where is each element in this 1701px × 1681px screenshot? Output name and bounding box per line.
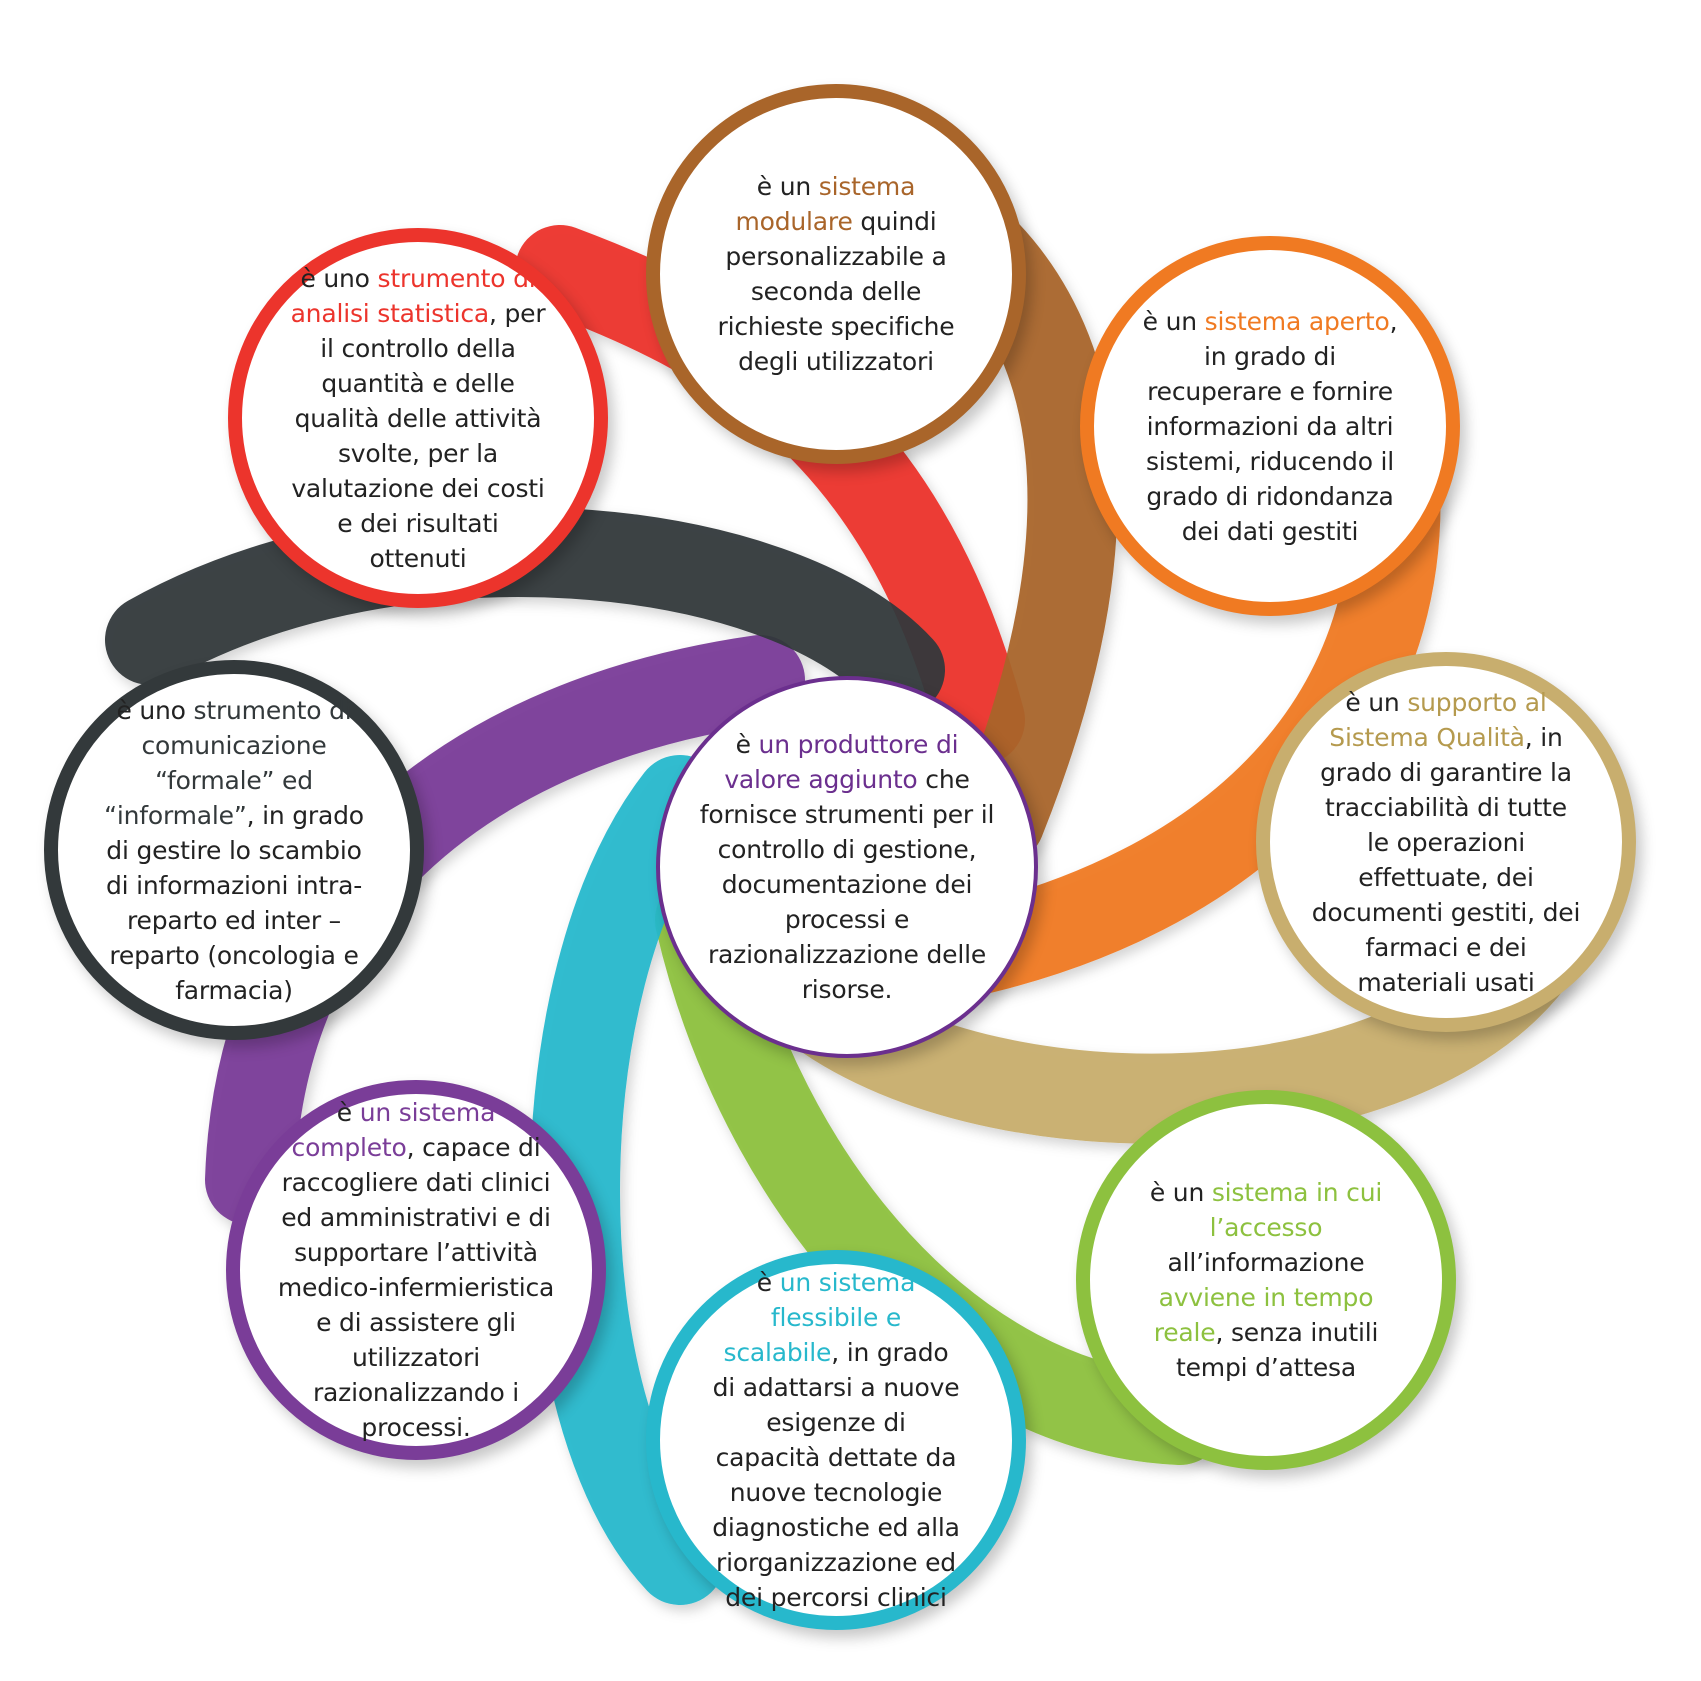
node-complete-highlight: un sistema completo (291, 1098, 496, 1162)
node-communication-highlight: strumento di comunicazione “formale” ed … (104, 695, 352, 830)
node-modular-text: è un sistema modulare quindi personalizz… (717, 172, 955, 376)
node-center: è un produttore di valore aggiunto che f… (656, 676, 1038, 1058)
node-flexible-text: è un sistema flessibile e scalabile, in … (712, 1268, 960, 1612)
node-realtime-text: è un sistema in cui l’accesso all’inform… (1149, 1178, 1383, 1382)
ribbon-communication (105, 507, 945, 715)
node-complete-text: è un sistema completo, capace di raccogl… (277, 1098, 555, 1442)
node-statistics-text: è uno strumento di analisi statistica, p… (290, 263, 546, 573)
node-open-highlight: sistema aperto (1204, 306, 1390, 336)
node-quality-highlight: supporto al Sistema Qualità (1329, 687, 1547, 752)
node-realtime: è un sistema in cui l’accesso all’inform… (1076, 1090, 1456, 1470)
node-modular: è un sistema modulare quindi personalizz… (646, 84, 1026, 464)
node-flexible: è un sistema flessibile e scalabile, in … (646, 1250, 1026, 1630)
node-flexible-highlight: un sistema flessibile e scalabile (723, 1268, 916, 1367)
node-realtime-highlight: sistema in cui l’accesso (1209, 1178, 1383, 1242)
node-statistics: è uno strumento di analisi statistica, p… (228, 228, 608, 608)
node-statistics-highlight: strumento di analisi statistica (290, 263, 536, 328)
node-quality-text: è un supporto al Sistema Qualità, in gra… (1311, 687, 1581, 997)
node-modular-highlight: sistema modulare (735, 172, 916, 236)
node-communication-text: è uno strumento di comunicazione “formal… (104, 695, 364, 1005)
node-open: è un sistema aperto, in grado di recuper… (1080, 236, 1460, 616)
node-open-text: è un sistema aperto, in grado di recuper… (1142, 306, 1398, 546)
node-communication: è uno strumento di comunicazione “formal… (44, 660, 424, 1040)
node-complete: è un sistema completo, capace di raccogl… (226, 1080, 606, 1460)
node-center-highlight: un produttore di valore aggiunto (724, 730, 959, 794)
node-quality: è un supporto al Sistema Qualità, in gra… (1256, 652, 1636, 1032)
node-center-text: è un produttore di valore aggiunto che f… (699, 730, 995, 1004)
node-realtime-highlight-2: avviene in tempo reale (1153, 1283, 1374, 1347)
